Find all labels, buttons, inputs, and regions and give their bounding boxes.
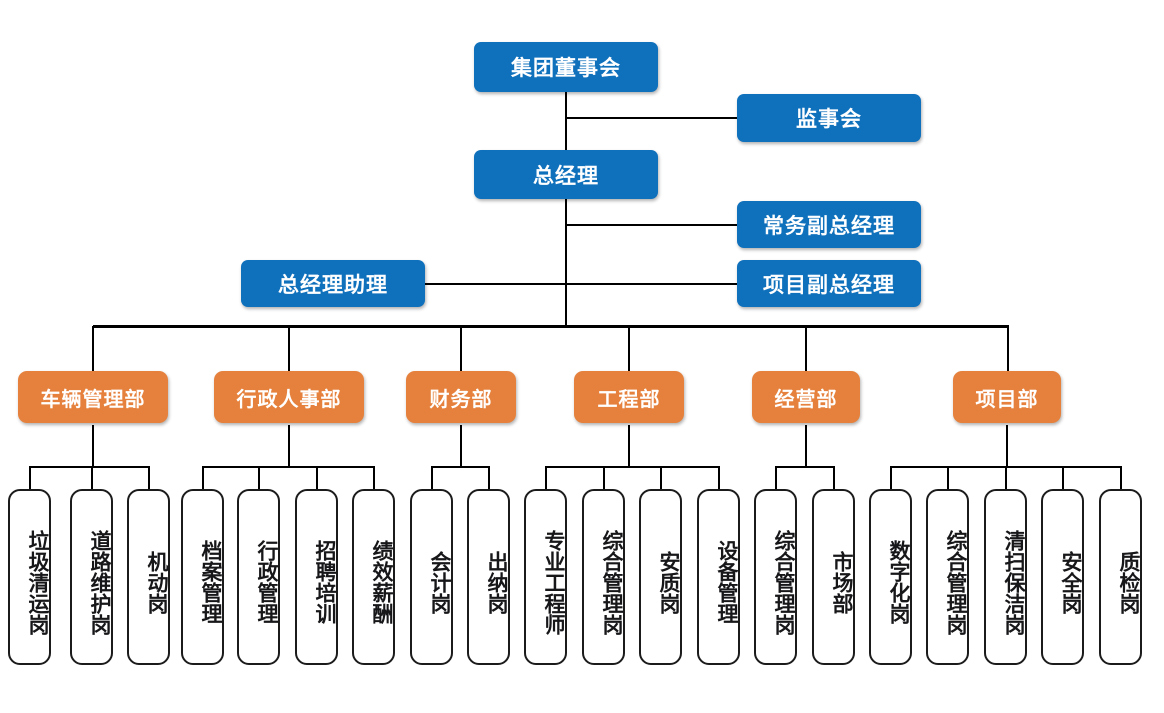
node-department-administration-hr[interactable]: 行政人事部 [214, 371, 364, 423]
connector-project-deputy [565, 283, 737, 285]
node-position-performance-compensation[interactable]: 绩效薪酬 [352, 489, 395, 665]
connector-dept3-stem [460, 425, 462, 467]
connector-supervisory [565, 117, 737, 119]
node-department-finance[interactable]: 财务部 [406, 371, 516, 423]
node-position-cleaning-sanitation[interactable]: 清扫保洁岗 [984, 489, 1027, 665]
connector-dept1-stem [92, 425, 94, 467]
node-position-project-general-management[interactable]: 综合管理岗 [926, 489, 969, 665]
connector-dept1-leaf-1 [29, 466, 31, 490]
connector-drop-dept-3 [460, 326, 462, 371]
connector-dept6-leaf-5 [1120, 466, 1122, 490]
connector-dept5-leaf-2 [833, 466, 835, 490]
node-position-quality-inspection[interactable]: 质检岗 [1099, 489, 1142, 665]
node-position-mobile-duty[interactable]: 机动岗 [127, 489, 170, 665]
node-position-engineering-general-management[interactable]: 综合管理岗 [582, 489, 625, 665]
connector-dept6-leaf-3 [1005, 466, 1007, 490]
connector-dept5-stem [805, 425, 807, 467]
connector-dept2-leaf-3 [316, 466, 318, 490]
node-position-professional-engineer[interactable]: 专业工程师 [524, 489, 567, 665]
connector-dept3-leaf-2 [488, 466, 490, 490]
connector-dept1-leaf-3 [148, 466, 150, 490]
node-executive-deputy-manager[interactable]: 常务副总经理 [737, 201, 921, 248]
node-department-operations[interactable]: 经营部 [752, 371, 860, 423]
node-supervisory-board[interactable]: 监事会 [737, 94, 921, 142]
connector-dept2-leaf-2 [258, 466, 260, 490]
connector-dept4-bus [546, 466, 720, 468]
connector-drop-dept-4 [628, 326, 630, 371]
node-position-recruitment-training[interactable]: 招聘培训 [295, 489, 338, 665]
connector-drop-dept-1 [92, 326, 94, 371]
node-position-safety-quality[interactable]: 安质岗 [639, 489, 682, 665]
connector-dept4-stem [628, 425, 630, 467]
connector-department-bus [93, 325, 1009, 328]
connector-dept6-leaf-1 [890, 466, 892, 490]
node-position-road-maintenance[interactable]: 道路维护岗 [70, 489, 113, 665]
node-general-manager[interactable]: 总经理 [474, 150, 658, 199]
node-department-project[interactable]: 项目部 [953, 371, 1061, 423]
node-general-manager-assistant[interactable]: 总经理助理 [241, 260, 425, 307]
connector-dept4-leaf-2 [603, 466, 605, 490]
node-position-garbage-transport[interactable]: 垃圾清运岗 [8, 489, 51, 665]
connector-dept2-leaf-4 [373, 466, 375, 490]
node-position-archive-management[interactable]: 档案管理 [181, 489, 224, 665]
connector-dept5-leaf-1 [775, 466, 777, 490]
node-department-vehicle-management[interactable]: 车辆管理部 [18, 371, 168, 423]
node-position-market[interactable]: 市场部 [812, 489, 855, 665]
connector-dept5-bus [776, 466, 835, 468]
node-department-engineering[interactable]: 工程部 [574, 371, 684, 423]
connector-dept4-leaf-4 [718, 466, 720, 490]
connector-drop-dept-2 [288, 326, 290, 371]
connector-dept1-leaf-2 [91, 466, 93, 490]
connector-dept2-leaf-1 [202, 466, 204, 490]
connector-exec-deputy [565, 224, 737, 226]
node-position-cashier[interactable]: 出纳岗 [467, 489, 510, 665]
connector-board-down [565, 92, 567, 177]
connector-dept6-leaf-2 [947, 466, 949, 490]
node-position-operations-general-management[interactable]: 综合管理岗 [754, 489, 797, 665]
connector-dept1-bus [30, 466, 150, 468]
connector-drop-dept-6 [1007, 326, 1009, 371]
connector-dept4-leaf-3 [660, 466, 662, 490]
node-position-safety[interactable]: 安全岗 [1041, 489, 1084, 665]
node-position-administrative-management[interactable]: 行政管理 [237, 489, 280, 665]
node-position-accounting[interactable]: 会计岗 [410, 489, 453, 665]
connector-dept2-bus [203, 466, 375, 468]
node-position-equipment-management[interactable]: 设备管理 [697, 489, 740, 665]
connector-assistant [425, 283, 567, 285]
node-position-digitalization[interactable]: 数字化岗 [869, 489, 912, 665]
connector-dept3-leaf-1 [431, 466, 433, 490]
connector-drop-dept-5 [805, 326, 807, 371]
connector-dept6-leaf-4 [1062, 466, 1064, 490]
node-project-deputy-manager[interactable]: 项目副总经理 [737, 260, 921, 307]
node-board-of-directors[interactable]: 集团董事会 [474, 42, 658, 92]
connector-dept2-stem [288, 425, 290, 467]
connector-gm-down [565, 199, 567, 327]
connector-dept6-stem [1006, 425, 1008, 467]
connector-dept4-leaf-1 [545, 466, 547, 490]
connector-dept3-bus [432, 466, 490, 468]
